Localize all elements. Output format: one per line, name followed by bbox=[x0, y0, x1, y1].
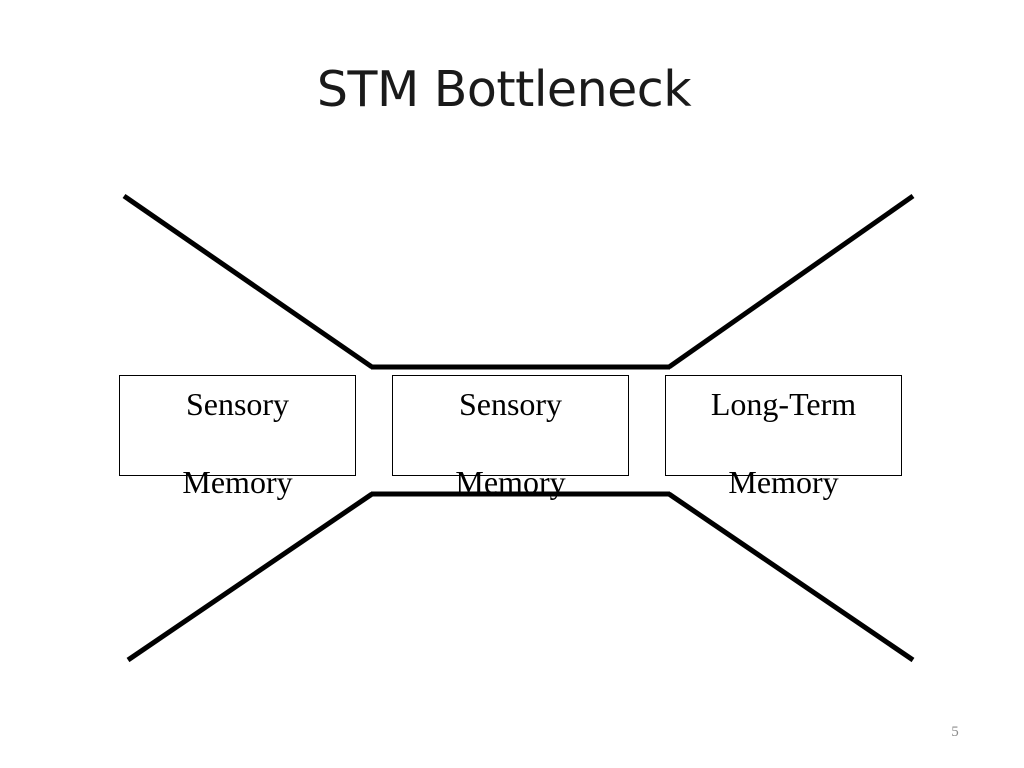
memory-box-label-line2: Memory bbox=[728, 463, 839, 500]
memory-box-sensory-1: Sensory Memory bbox=[119, 375, 356, 500]
memory-box-long-term: Long-Term Memory bbox=[665, 375, 902, 500]
memory-box-label-line2: Memory bbox=[455, 463, 566, 500]
page-number: 5 bbox=[951, 724, 959, 740]
funnel-upper-right-line bbox=[667, 193, 915, 370]
funnel-lower-left-line bbox=[126, 491, 374, 663]
memory-box-label-line2: Memory bbox=[182, 463, 293, 500]
slide-title: STM Bottleneck bbox=[316, 61, 692, 118]
memory-box-sensory-2: Sensory Memory bbox=[392, 375, 629, 500]
funnel-lower-right-line bbox=[667, 491, 915, 663]
memory-box-label-line1: Long-Term bbox=[710, 385, 857, 422]
memory-box-label-line1: Sensory bbox=[458, 385, 563, 422]
funnel-upper-left-line bbox=[122, 193, 374, 370]
memory-box-label-line1: Sensory bbox=[185, 385, 290, 422]
